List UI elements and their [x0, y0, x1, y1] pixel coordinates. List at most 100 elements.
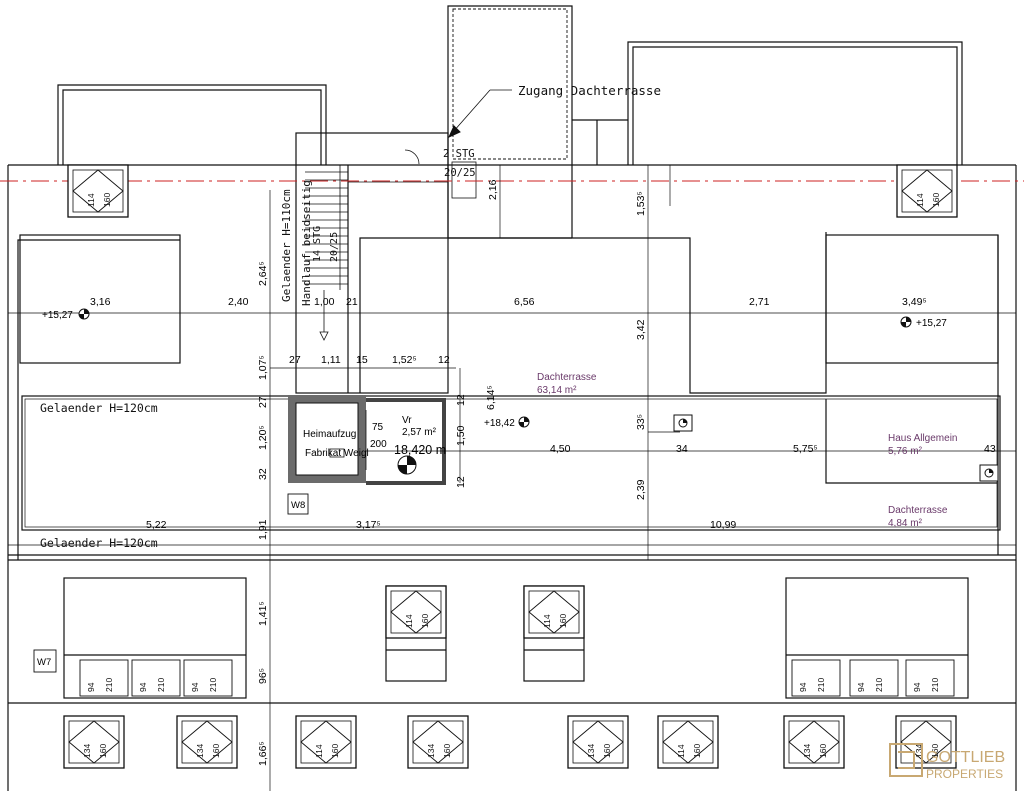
small-win3-w: 94 — [190, 682, 200, 692]
vr-area: 2,57 m² — [402, 427, 437, 438]
low-win2-w: 134 — [195, 744, 205, 758]
labels: Zugang Dachterrasse 2 STG 20/25 Gelaende… — [37, 83, 996, 766]
dormer-left-h: 160 — [102, 193, 112, 207]
gelaender-120-top: Gelaender H=120cm — [40, 401, 158, 415]
low-win7-h: 160 — [818, 744, 828, 758]
low-win7-w: 134 — [802, 744, 812, 758]
low-win4-h: 160 — [442, 744, 452, 758]
dim-153: 1,53⁵ — [635, 191, 647, 216]
dim-96: 96⁵ — [257, 668, 269, 684]
dim-317: 3,17⁵ — [356, 519, 381, 531]
logo-line1: GOTTLIEB — [926, 749, 1005, 766]
mid-win2-w: 114 — [542, 614, 552, 628]
mid-win1-w: 114 — [404, 614, 414, 628]
dormer-right-w: 114 — [915, 193, 925, 207]
low-win1-h: 160 — [98, 744, 108, 758]
dim-107: 1,07⁵ — [257, 355, 269, 380]
small-win4-h: 210 — [816, 678, 826, 692]
dim-33: 33⁵ — [635, 414, 647, 430]
dim-34: 34 — [676, 443, 688, 455]
small-windows — [79, 659, 955, 697]
small-win2-h: 210 — [156, 678, 166, 692]
dim-614: 6,14⁵ — [485, 385, 497, 410]
logo-line2: PROPERTIES — [926, 767, 1003, 781]
stair-top-count: 2 STG — [443, 148, 475, 160]
zugang-label: Zugang Dachterrasse — [518, 83, 661, 98]
small-win1-w: 94 — [86, 682, 96, 692]
dim-27a: 27 — [289, 354, 301, 366]
gelaender-110-label: Gelaender H=110cm — [280, 189, 293, 302]
dim-15: 15 — [356, 354, 368, 366]
dim-75: 75 — [372, 422, 384, 433]
small-win5-h: 210 — [874, 678, 884, 692]
dim-216: 2,16 — [487, 179, 499, 200]
tag-w8: W8 — [291, 500, 305, 511]
small-win6-w: 94 — [912, 682, 922, 692]
haus-allgemein-area: 5,76 m² — [888, 446, 923, 457]
dim-120: 1,20⁵ — [257, 425, 269, 450]
low-win3-h: 160 — [330, 744, 340, 758]
dim-240: 2,40 — [228, 296, 249, 308]
window-size-labels: 114 160 114 160 114 160 114 160 134 160 … — [82, 193, 941, 758]
dim-12b: 12 — [455, 394, 467, 406]
column-symbols — [673, 414, 999, 482]
building-outline — [7, 5, 1017, 791]
dim-575: 5,75⁵ — [793, 443, 818, 455]
dim-200: 200 — [370, 439, 387, 450]
low-win5-w: 134 — [586, 744, 596, 758]
haus-allgemein-name: Haus Allgemein — [888, 433, 957, 444]
fabrikat-label: Fabrikat Weigl — [305, 448, 369, 459]
level-right: +15,27 — [916, 318, 947, 329]
window-tags — [33, 493, 309, 673]
low-win8-h: 160 — [930, 744, 940, 758]
dim-150: 1,50 — [455, 425, 467, 446]
dim-450: 4,50 — [550, 443, 571, 455]
low-win6-w: 114 — [676, 744, 686, 758]
small-win6-h: 210 — [930, 678, 940, 692]
dim-141: 1,41⁵ — [257, 601, 269, 626]
dim-342: 3,42 — [635, 319, 647, 340]
dormer-left-w: 114 — [86, 193, 96, 207]
level-left: +15,27 — [42, 310, 73, 321]
dim-111: 1,11 — [321, 354, 341, 366]
access-arrow — [447, 89, 512, 139]
stair-treads — [305, 149, 477, 341]
dim-166: 1,66⁵ — [257, 741, 269, 766]
dim-43: 43 — [984, 443, 996, 455]
low-win2-h: 160 — [211, 744, 221, 758]
dim-32: 32 — [257, 468, 269, 480]
dim-656: 6,56 — [514, 296, 535, 308]
dim-100: 1,00 — [314, 296, 335, 308]
small-win1-h: 210 — [104, 678, 114, 692]
dim-349: 3,49⁵ — [902, 296, 927, 308]
dachterrasse-small-name: Dachterrasse — [888, 505, 948, 516]
dim-264: 2,64⁵ — [257, 261, 269, 286]
mid-win1-h: 160 — [420, 614, 430, 628]
gottlieb-logo: GOTTLIEB PROPERTIES — [889, 743, 1005, 781]
dim-1099: 10,99 — [710, 519, 736, 531]
stair-main-count: 14 STG — [312, 226, 323, 262]
dormer-right-h: 160 — [931, 193, 941, 207]
mid-win2-h: 160 — [558, 614, 568, 628]
tag-w7: W7 — [37, 657, 51, 668]
low-win8-w: 134 — [914, 744, 924, 758]
level-main-label: 18,420 m — [394, 443, 446, 457]
gelaender-120-bottom: Gelaender H=120cm — [40, 536, 158, 550]
dim-522: 5,22 — [146, 519, 167, 531]
heimaufzug-label: Heimaufzug — [303, 429, 356, 440]
handlauf-label: Handlauf beidseitig — [300, 180, 313, 306]
low-win6-h: 160 — [692, 744, 702, 758]
dim-239: 2,39 — [635, 479, 647, 500]
small-win5-w: 94 — [856, 682, 866, 692]
low-win1-w: 134 — [82, 744, 92, 758]
dim-27b: 27 — [257, 396, 269, 408]
dachterrasse-small-area: 4,84 m² — [888, 518, 923, 529]
stair-top-ratio: 20/25 — [444, 167, 476, 179]
dimension-lines — [8, 165, 1016, 791]
dachterrasse-main-area: 63,14 m² — [537, 385, 577, 396]
small-win2-w: 94 — [138, 682, 148, 692]
dachterrasse-main-name: Dachterrasse — [537, 372, 597, 383]
dim-152: 1,52⁵ — [392, 354, 417, 366]
low-win3-w: 114 — [314, 744, 324, 758]
